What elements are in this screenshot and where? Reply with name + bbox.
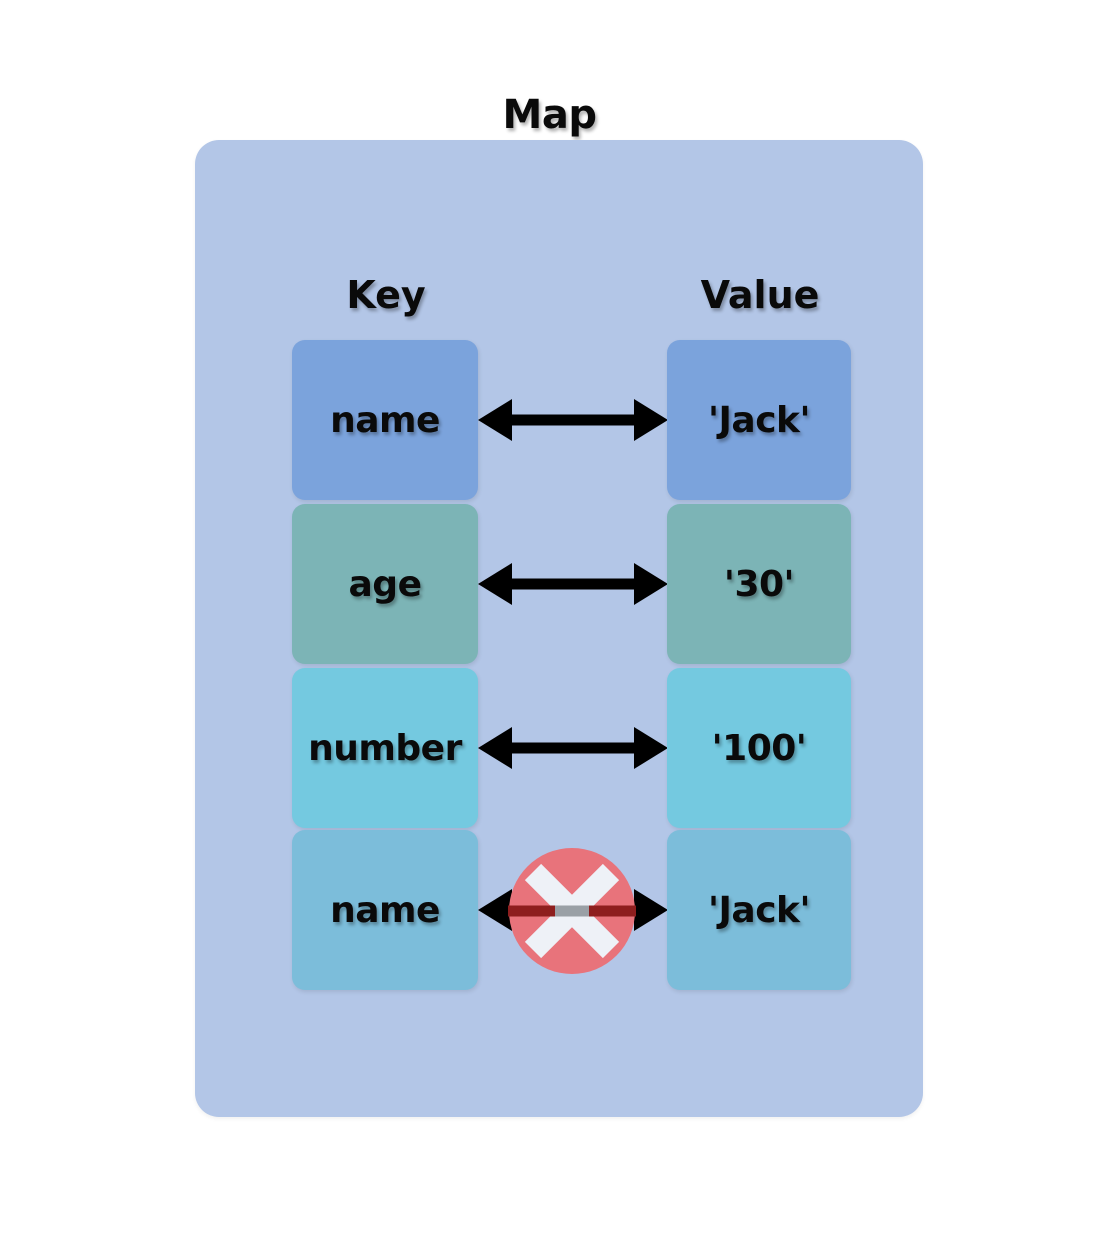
key-box[interactable]: name bbox=[292, 340, 478, 500]
double-arrow-icon bbox=[478, 504, 668, 664]
circle-x-icon bbox=[508, 847, 636, 975]
value-label: '30' bbox=[723, 563, 795, 605]
double-arrow-icon bbox=[478, 668, 668, 828]
map-entry-row: name 'Jack' bbox=[195, 340, 923, 500]
column-header-value: Value bbox=[700, 273, 820, 317]
map-entry-row-rejected: name 'Jack' bbox=[195, 830, 923, 990]
key-box[interactable]: number bbox=[292, 668, 478, 828]
value-box[interactable]: 'Jack' bbox=[667, 830, 851, 990]
value-box[interactable]: '30' bbox=[667, 504, 851, 664]
key-label: number bbox=[308, 727, 462, 769]
column-header-key: Key bbox=[346, 273, 426, 317]
value-label: '100' bbox=[711, 727, 807, 769]
value-label: 'Jack' bbox=[707, 889, 811, 931]
double-arrow-icon bbox=[478, 340, 668, 500]
map-entry-row: number '100' bbox=[195, 668, 923, 828]
key-box[interactable]: name bbox=[292, 830, 478, 990]
map-panel: Key Value name 'Jack' age bbox=[195, 140, 923, 1117]
key-label: name bbox=[330, 399, 440, 441]
key-label: name bbox=[330, 889, 440, 931]
key-box[interactable]: age bbox=[292, 504, 478, 664]
value-box[interactable]: 'Jack' bbox=[667, 340, 851, 500]
page-title: Map bbox=[502, 92, 597, 138]
key-label: age bbox=[348, 563, 422, 605]
value-box[interactable]: '100' bbox=[667, 668, 851, 828]
map-entry-row: age '30' bbox=[195, 504, 923, 664]
value-label: 'Jack' bbox=[707, 399, 811, 441]
